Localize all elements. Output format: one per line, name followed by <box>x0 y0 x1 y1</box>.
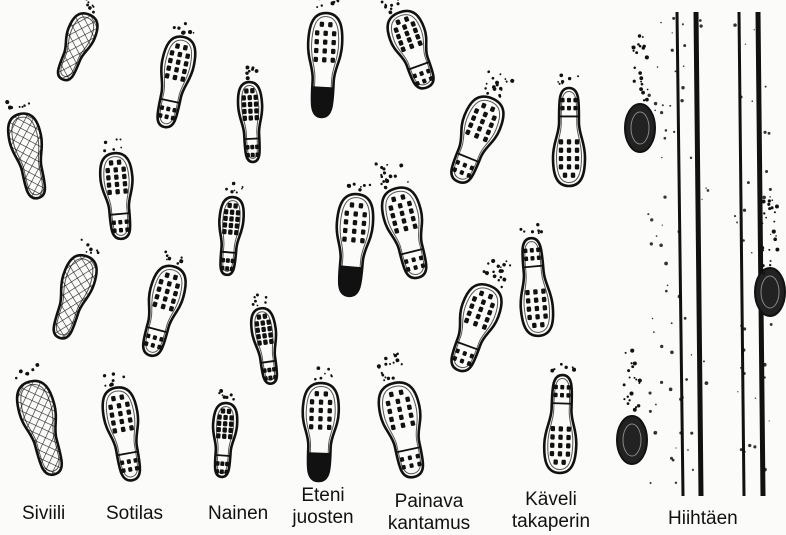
label-eteni-juosten-line2: juosten <box>286 507 360 529</box>
label-nainen: Nainen <box>208 503 268 525</box>
label-siviili: Siviili <box>22 503 65 525</box>
label-kaveli-takaperin-line1: Käveli <box>505 489 597 511</box>
label-painava-kantamus-line2: kantamus <box>382 513 476 535</box>
footprint-painava-kantamus-18 <box>370 155 436 283</box>
footprint-painava-kantamus-16 <box>372 0 443 94</box>
pole-mark <box>617 416 647 464</box>
footprint-sotilas-6 <box>97 137 138 240</box>
footprint-eteni-juosten-14 <box>331 181 377 297</box>
label-sotilas-text: Sotilas <box>106 503 163 524</box>
label-painava-kantamus: Painava kantamus <box>382 491 476 535</box>
pole-mark <box>625 104 655 152</box>
footprint-siviili-2 <box>1 95 54 202</box>
footprint-kaveli-takaperin-23 <box>543 362 579 473</box>
label-hiihtaen: Hiihtäen <box>668 508 738 530</box>
footprint-kaveli-takaperin-21 <box>553 73 585 186</box>
label-kaveli-takaperin-line2: takaperin <box>505 511 597 533</box>
pole-mark <box>755 268 785 316</box>
label-eteni-juosten: Eteni juosten <box>286 485 360 529</box>
ski-track-line <box>739 12 744 496</box>
label-hiihtaen-text: Hiihtäen <box>668 508 738 529</box>
footprint-kaveli-takaperin-22 <box>514 222 556 337</box>
footprint-sotilas-5 <box>149 19 203 130</box>
footprint-painava-kantamus-17 <box>441 67 520 189</box>
footprint-eteni-juosten-13 <box>304 0 344 118</box>
label-siviili-text: Siviili <box>22 503 65 524</box>
footprint-nainen-11 <box>247 292 283 386</box>
footprint-siviili-4 <box>8 361 72 479</box>
ski-track-line <box>758 12 763 496</box>
ski-track-line <box>677 12 683 496</box>
footprint-siviili-3 <box>44 237 106 343</box>
footprint-painava-kantamus-19 <box>441 251 518 376</box>
footprint-nainen-12 <box>209 389 239 478</box>
ski-track-line <box>696 12 701 496</box>
footprint-siviili-1 <box>50 0 108 85</box>
footprint-eteni-juosten-15 <box>300 366 340 482</box>
label-sotilas: Sotilas <box>106 503 163 525</box>
footprint-nainen-9 <box>236 65 265 163</box>
label-eteni-juosten-line1: Eteni <box>286 485 360 507</box>
footprint-sotilas-7 <box>134 249 194 360</box>
label-painava-kantamus-line1: Painava <box>382 491 476 513</box>
label-kaveli-takaperin: Käveli takaperin <box>505 489 597 533</box>
footprint-nainen-10 <box>215 181 247 276</box>
footprint-sotilas-8 <box>96 369 149 483</box>
label-nainen-text: Nainen <box>208 503 268 524</box>
footprint-painava-kantamus-20 <box>368 350 433 481</box>
